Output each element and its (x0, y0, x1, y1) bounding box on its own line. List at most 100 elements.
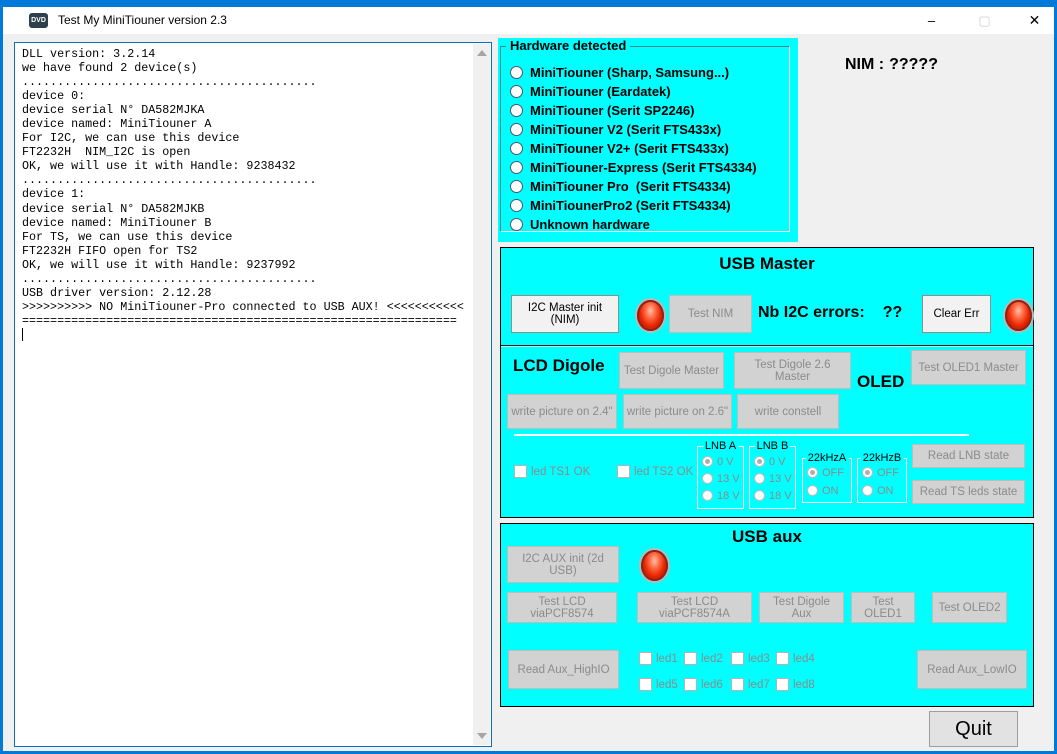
read-lnb-state-button[interactable]: Read LNB state (912, 444, 1025, 468)
radio-icon (754, 456, 765, 467)
oled-label: OLED (857, 372, 904, 392)
led5-checkbox[interactable]: led5 (639, 678, 678, 691)
test-oled1-button[interactable]: Test OLED1 (851, 592, 915, 623)
read-aux-highio-button[interactable]: Read Aux_HighIO (508, 650, 619, 689)
radio-icon (702, 456, 713, 467)
i2c-aux-init-button[interactable]: I2C AUX init (2d USB) (507, 546, 619, 583)
clear-err-button[interactable]: Clear Err (922, 295, 991, 333)
led-ts2-ok-checkbox[interactable]: led TS2 OK (617, 465, 693, 478)
radio-icon (702, 473, 713, 484)
checkbox-icon (731, 652, 744, 665)
led8-checkbox[interactable]: led8 (776, 678, 815, 691)
checkbox-icon (639, 652, 652, 665)
22khza-on-radio[interactable]: ON (807, 484, 839, 497)
radio-minitiouner-sharp[interactable]: MiniTiouner (Sharp, Samsung...) (510, 64, 729, 81)
title-bar: DVD Test My MiniTiouner version 2.3 – ▢ … (3, 7, 1054, 34)
radio-icon (807, 485, 818, 496)
checkbox-icon (639, 678, 652, 691)
22khzb-off-radio[interactable]: OFF (862, 466, 899, 479)
lnb-b-13v-radio[interactable]: 13 V (754, 472, 792, 485)
read-aux-lowio-button[interactable]: Read Aux_LowIO (917, 650, 1027, 689)
22khza-off-radio[interactable]: OFF (807, 466, 844, 479)
lnb-a-13v-radio[interactable]: 13 V (702, 472, 740, 485)
radio-icon (754, 473, 765, 484)
close-button[interactable]: ✕ (1012, 7, 1057, 34)
checkbox-icon (684, 678, 697, 691)
22khza-title: 22kHzA (806, 452, 849, 464)
test-oled1-master-button[interactable]: Test OLED1 Master (911, 350, 1026, 385)
minimize-icon: – (928, 13, 935, 28)
test-digole-26-master-button[interactable]: Test Digole 2.6 Master (734, 352, 851, 389)
i2c-master-init-button[interactable]: I2C Master init (NIM) (511, 295, 619, 333)
test-lcd-pcf8574a-button[interactable]: Test LCD viaPCF8574A (637, 592, 752, 623)
led-ts1-ok-checkbox[interactable]: led TS1 OK (514, 465, 590, 478)
lnb-b-group: LNB B 0 V 13 V 18 V (749, 446, 796, 509)
radio-icon (510, 66, 523, 79)
radio-unknown-hardware[interactable]: Unknown hardware (510, 216, 650, 233)
nb-i2c-errors: Nb I2C errors: ?? (758, 304, 902, 322)
22khzb-title: 22kHzB (861, 452, 904, 464)
lnb-a-0v-radio[interactable]: 0 V (702, 455, 734, 468)
write-picture-24-button[interactable]: write picture on 2.4" (507, 394, 617, 429)
window-border-left (0, 0, 3, 754)
radio-minitiouner-serit-sp2246[interactable]: MiniTiouner (Serit SP2246) (510, 102, 694, 119)
maximize-icon: ▢ (978, 13, 990, 29)
checkbox-icon (514, 465, 527, 478)
led4-checkbox[interactable]: led4 (776, 652, 815, 665)
scroll-up-icon[interactable] (477, 50, 487, 56)
nim-label: NIM : (845, 56, 884, 74)
test-lcd-pcf8574-button[interactable]: Test LCD viaPCF8574 (507, 592, 617, 623)
nim-status: NIM : ????? (845, 56, 938, 74)
test-oled2-button[interactable]: Test OLED2 (932, 592, 1007, 623)
radio-icon (702, 490, 713, 501)
nb-i2c-errors-label: Nb I2C errors: (758, 304, 865, 322)
led3-checkbox[interactable]: led3 (731, 652, 770, 665)
lnb-a-18v-radio[interactable]: 18 V (702, 489, 740, 502)
led2-checkbox[interactable]: led2 (684, 652, 723, 665)
window-title: Test My MiniTiouner version 2.3 (58, 13, 227, 27)
radio-icon (510, 199, 523, 212)
led7-checkbox[interactable]: led7 (731, 678, 770, 691)
test-digole-master-button[interactable]: Test Digole Master (619, 352, 724, 389)
led6-checkbox[interactable]: led6 (684, 678, 723, 691)
22khzb-group: 22kHzB OFF ON (857, 458, 907, 503)
usb-aux-panel: USB aux I2C AUX init (2d USB) Test LCD v… (500, 523, 1034, 707)
read-ts-leds-state-button[interactable]: Read TS leds state (912, 480, 1025, 504)
maximize-button[interactable]: ▢ (962, 7, 1007, 34)
quit-button[interactable]: Quit (929, 711, 1018, 747)
led1-checkbox[interactable]: led1 (639, 652, 678, 665)
radio-icon (510, 218, 523, 231)
write-picture-26-button[interactable]: write picture on 2.6" (623, 394, 732, 429)
radio-minitiouner-express[interactable]: MiniTiouner-Express (Serit FTS4334) (510, 159, 757, 176)
lnb-b-0v-radio[interactable]: 0 V (754, 455, 786, 468)
test-digole-aux-button[interactable]: Test Digole Aux (759, 592, 844, 623)
minimize-button[interactable]: – (909, 7, 954, 34)
checkbox-icon (617, 465, 630, 478)
window-border-top (0, 0, 1057, 7)
checkbox-icon (731, 678, 744, 691)
lnb-b-18v-radio[interactable]: 18 V (754, 489, 792, 502)
i2c-aux-led-icon (641, 550, 668, 581)
usb-aux-title: USB aux (501, 527, 1033, 547)
radio-icon (862, 467, 873, 478)
console-scrollbar[interactable] (473, 44, 490, 745)
radio-minitiouner-v2[interactable]: MiniTiouner V2 (Serit FTS433x) (510, 121, 721, 138)
22khza-group: 22kHzA OFF ON (802, 458, 852, 503)
radio-minitiouner-eardatek[interactable]: MiniTiouner (Eardatek) (510, 83, 671, 100)
radio-icon (510, 180, 523, 193)
hardware-group-title: Hardware detected (506, 38, 630, 53)
radio-minitiouner-v2plus[interactable]: MiniTiouner V2+ (Serit FTS433x) (510, 140, 729, 157)
console-output[interactable]: DLL version: 3.2.14 we have found 2 devi… (14, 42, 492, 747)
radio-minitiouner-pro[interactable]: MiniTiouner Pro (Serit FTS4334) (510, 178, 731, 195)
radio-minitiouner-pro2[interactable]: MiniTiounerPro2 (Serit FTS4334) (510, 197, 731, 214)
22khzb-on-radio[interactable]: ON (862, 484, 894, 497)
checkbox-icon (684, 652, 697, 665)
lcd-digole-label: LCD Digole (513, 356, 605, 376)
write-constell-button[interactable]: write constell (737, 394, 839, 429)
separator (501, 345, 1033, 347)
test-nim-button[interactable]: Test NIM (669, 295, 752, 333)
i2c-master-led-icon (637, 300, 664, 331)
scroll-down-icon[interactable] (477, 733, 487, 739)
radio-icon (862, 485, 873, 496)
checkbox-icon (776, 678, 789, 691)
